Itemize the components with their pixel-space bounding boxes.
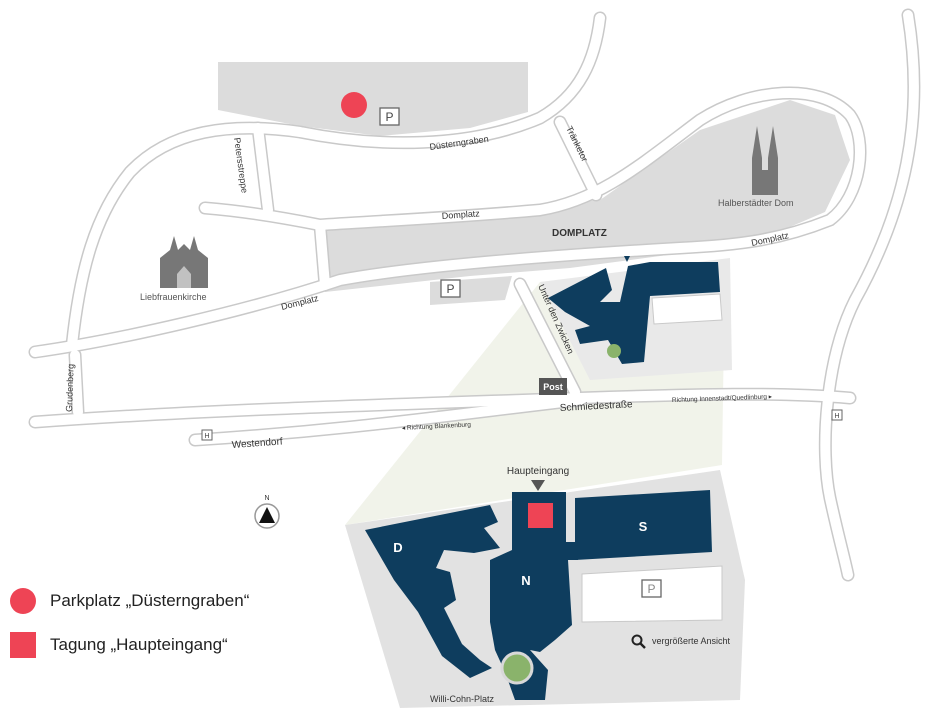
street-label-grudenberg: Grudenberg (64, 364, 76, 412)
parking-sign-text-1: P (385, 110, 393, 124)
campus-small-annex (651, 293, 723, 325)
haupteingang-label: Haupteingang (507, 466, 569, 477)
zoom-note-label: vergrößerte Ansicht (652, 636, 731, 646)
street-label-domplatz-caps: DOMPLATZ (552, 228, 607, 239)
willi-cohn-platz-label: Willi-Cohn-Platz (430, 694, 495, 704)
building-d (365, 505, 500, 678)
entrance-arrow-icon (531, 480, 545, 491)
legend-conference-label: Tagung „Haupteingang“ (50, 635, 228, 654)
building-n (490, 492, 578, 700)
legend-parking-label: Parkplatz „Düsterngraben“ (50, 591, 250, 610)
street-label-schmiedestrasse: Schmiedestraße (560, 399, 634, 414)
bus-stop-signs (201, 409, 843, 441)
traenketor-area (615, 158, 660, 198)
campus-small-entrance-marker (624, 256, 630, 262)
legend-parking: Parkplatz „Düsterngraben“ (10, 588, 249, 614)
landmark-label-dom: Halberstädter Dom (718, 198, 794, 208)
bus-sign-text-2: H (834, 413, 839, 420)
compass-label: N (264, 495, 269, 502)
campus-enlarged (345, 470, 745, 708)
liebfrauenkirche-icon (160, 236, 208, 288)
legend-square-icon (10, 632, 36, 658)
post-office-box (539, 378, 567, 395)
building-label-n: N (521, 573, 530, 588)
campus-small (540, 256, 732, 380)
campus-small-building (548, 262, 720, 364)
compass (254, 503, 280, 529)
parking-marker-duesterngraben (341, 92, 367, 118)
bus-sign-text-1: H (204, 433, 209, 440)
magnifier-icon (631, 634, 646, 649)
campus-small-courtyard (607, 344, 621, 358)
direction-label-blankenburg: ◂ Richtung Blankenburg (402, 421, 472, 432)
direction-label-innenstadt: Richtung Innenstadt/Quedlinburg ▸ (672, 393, 773, 404)
building-s (575, 490, 712, 560)
parking-area-duesterngraben (218, 62, 528, 136)
parking-sign-text-3: P (647, 582, 655, 596)
street-label-petersstreppe: Petersstreppe (232, 137, 250, 194)
building-label-s: S (639, 519, 648, 534)
parking-sign-text-2: P (446, 282, 454, 296)
street-label-domplatz-top: Domplatz (441, 208, 480, 221)
street-label-westendorf: Westendorf (231, 436, 283, 451)
legend-circle-icon (10, 588, 36, 614)
halberstaedter-dom-icon (752, 126, 778, 195)
building-label-d: D (393, 540, 402, 555)
landmark-label-liebfrauenkirche: Liebfrauenkirche (140, 292, 207, 302)
courtyard-green (500, 651, 534, 685)
legend-conference: Tagung „Haupteingang“ (10, 632, 228, 658)
post-label: Post (543, 382, 563, 392)
main-entrance-marker (528, 503, 553, 528)
parking-signs (379, 107, 662, 598)
